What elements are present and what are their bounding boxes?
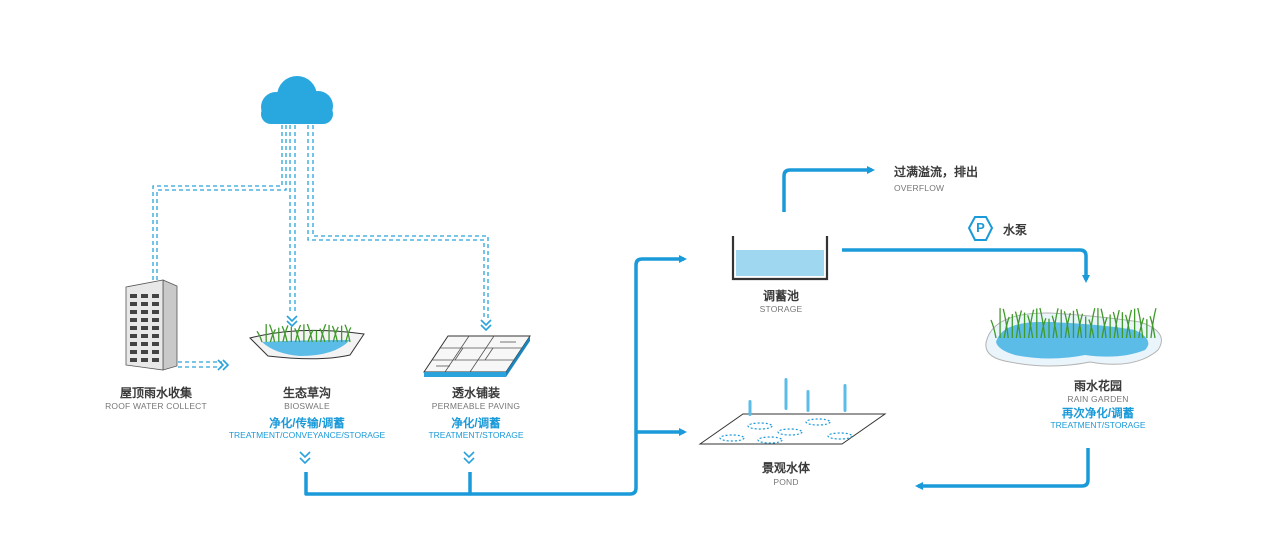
- roof-subtitle: ROOF WATER COLLECT: [105, 401, 207, 411]
- paving-title: 透水铺装: [451, 386, 501, 400]
- garden-title: 雨水花园: [1073, 379, 1123, 393]
- pond-subtitle: POND: [773, 477, 799, 487]
- pump-label: 水泵: [1003, 223, 1028, 237]
- overflow-subtitle: OVERFLOW: [894, 183, 945, 193]
- paving-function: 净化/调蓄: [451, 418, 501, 430]
- roof-title: 屋顶雨水收集: [119, 386, 193, 400]
- paving-function-en: TREATMENT/STORAGE: [428, 430, 524, 440]
- pump-symbol: P: [976, 220, 985, 235]
- garden-function: 再次净化/调蓄: [1061, 408, 1135, 420]
- storage-title: 调蓄池: [762, 289, 800, 303]
- flow-arrows: [304, 166, 1090, 496]
- pipe-chevrons: [217, 315, 492, 465]
- bioswale-function: 净化/传输/调蓄: [269, 418, 345, 430]
- paving-icon: [423, 335, 531, 377]
- rain-pipes: [152, 125, 489, 368]
- paving-subtitle: PERMEABLE PAVING: [431, 401, 521, 411]
- overflow-title: 过满溢流，排出: [894, 165, 979, 179]
- garden-function-en: TREATMENT/STORAGE: [1050, 420, 1146, 430]
- bioswale-title: 生态草沟: [282, 386, 332, 400]
- garden-subtitle: RAIN GARDEN: [1067, 394, 1129, 404]
- bioswale-icon: [249, 323, 365, 360]
- cloud-icon: [261, 76, 333, 124]
- pump-icon: [967, 216, 994, 241]
- tank-icon: [731, 236, 829, 281]
- storage-subtitle: STORAGE: [759, 304, 803, 314]
- overflow-label-block: 过满溢流，排出 OVERFLOW: [894, 163, 978, 193]
- pond-icon: [698, 378, 887, 445]
- pond-title: 景观水体: [761, 461, 811, 475]
- building-icon: [125, 279, 178, 371]
- rain-garden-icon: [985, 307, 1162, 367]
- bioswale-subtitle: BIOSWALE: [284, 401, 330, 411]
- bioswale-function-en: TREATMENT/CONVEYANCE/STORAGE: [228, 430, 386, 440]
